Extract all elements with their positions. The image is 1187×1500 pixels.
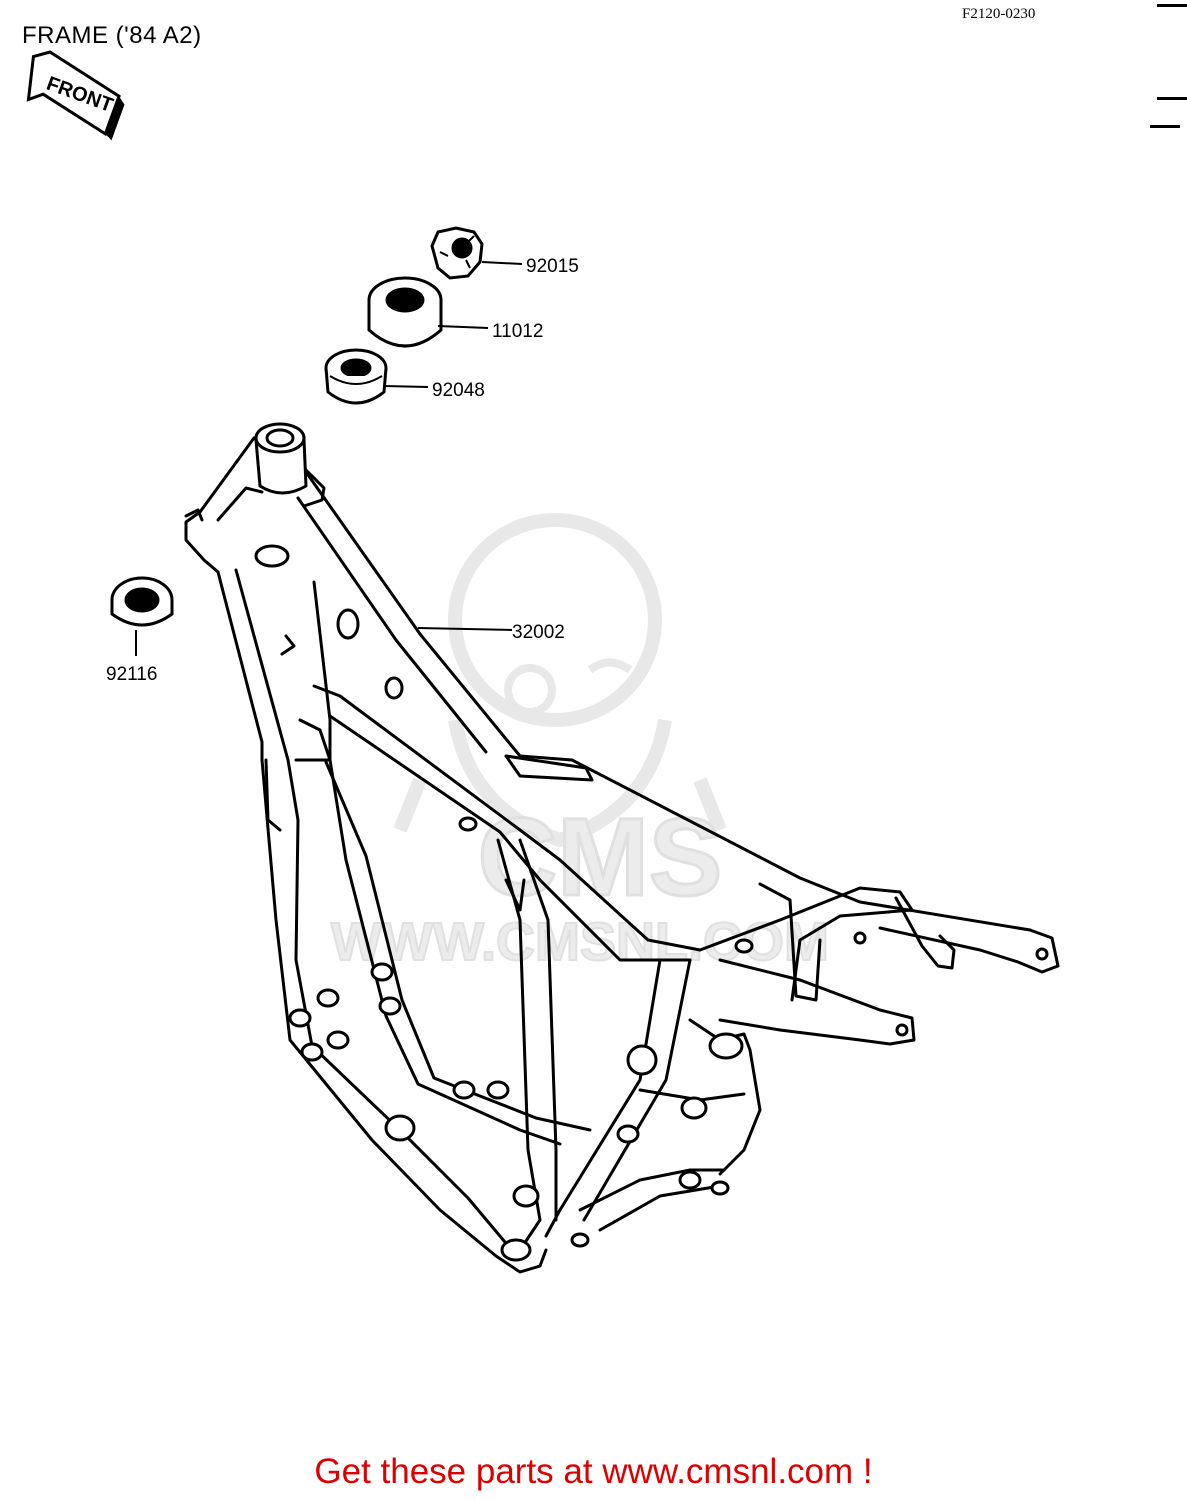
leader-11012 bbox=[437, 325, 489, 329]
part-number-92116: 92116 bbox=[106, 664, 157, 685]
part-32002-frame bbox=[184, 422, 1060, 1274]
watermark-url: WWW.CMSNL.COM bbox=[331, 912, 829, 972]
part-92048-seal bbox=[324, 348, 388, 405]
footer-cta-link[interactable]: Get these parts at www.cmsnl.com ! bbox=[314, 1452, 873, 1491]
leader-92015 bbox=[481, 261, 523, 265]
part-92015-nut bbox=[430, 226, 484, 280]
corner-mark-top bbox=[1157, 4, 1187, 7]
front-arrow-icon: FRONT bbox=[26, 50, 125, 141]
diagram-code: F2120-0230 bbox=[962, 6, 1036, 22]
part-number-32002: 32002 bbox=[512, 622, 565, 643]
part-11012-cap bbox=[367, 276, 443, 348]
page-title: FRAME ('84 A2) bbox=[22, 22, 202, 49]
part-number-92048: 92048 bbox=[432, 380, 485, 401]
watermark-mascot-icon bbox=[393, 513, 727, 848]
part-92116-bearing bbox=[110, 576, 174, 627]
corner-mark-bottom bbox=[1150, 125, 1180, 128]
frame-exploded-diagram: CMS WWW.CMSNL.COM FRONT 92015 11012 9204… bbox=[26, 50, 1060, 1274]
part-number-11012: 11012 bbox=[492, 321, 543, 342]
part-number-92015: 92015 bbox=[526, 256, 579, 277]
leader-32002 bbox=[417, 627, 513, 631]
corner-mark-middle bbox=[1157, 97, 1187, 100]
leader-92048 bbox=[383, 385, 429, 388]
